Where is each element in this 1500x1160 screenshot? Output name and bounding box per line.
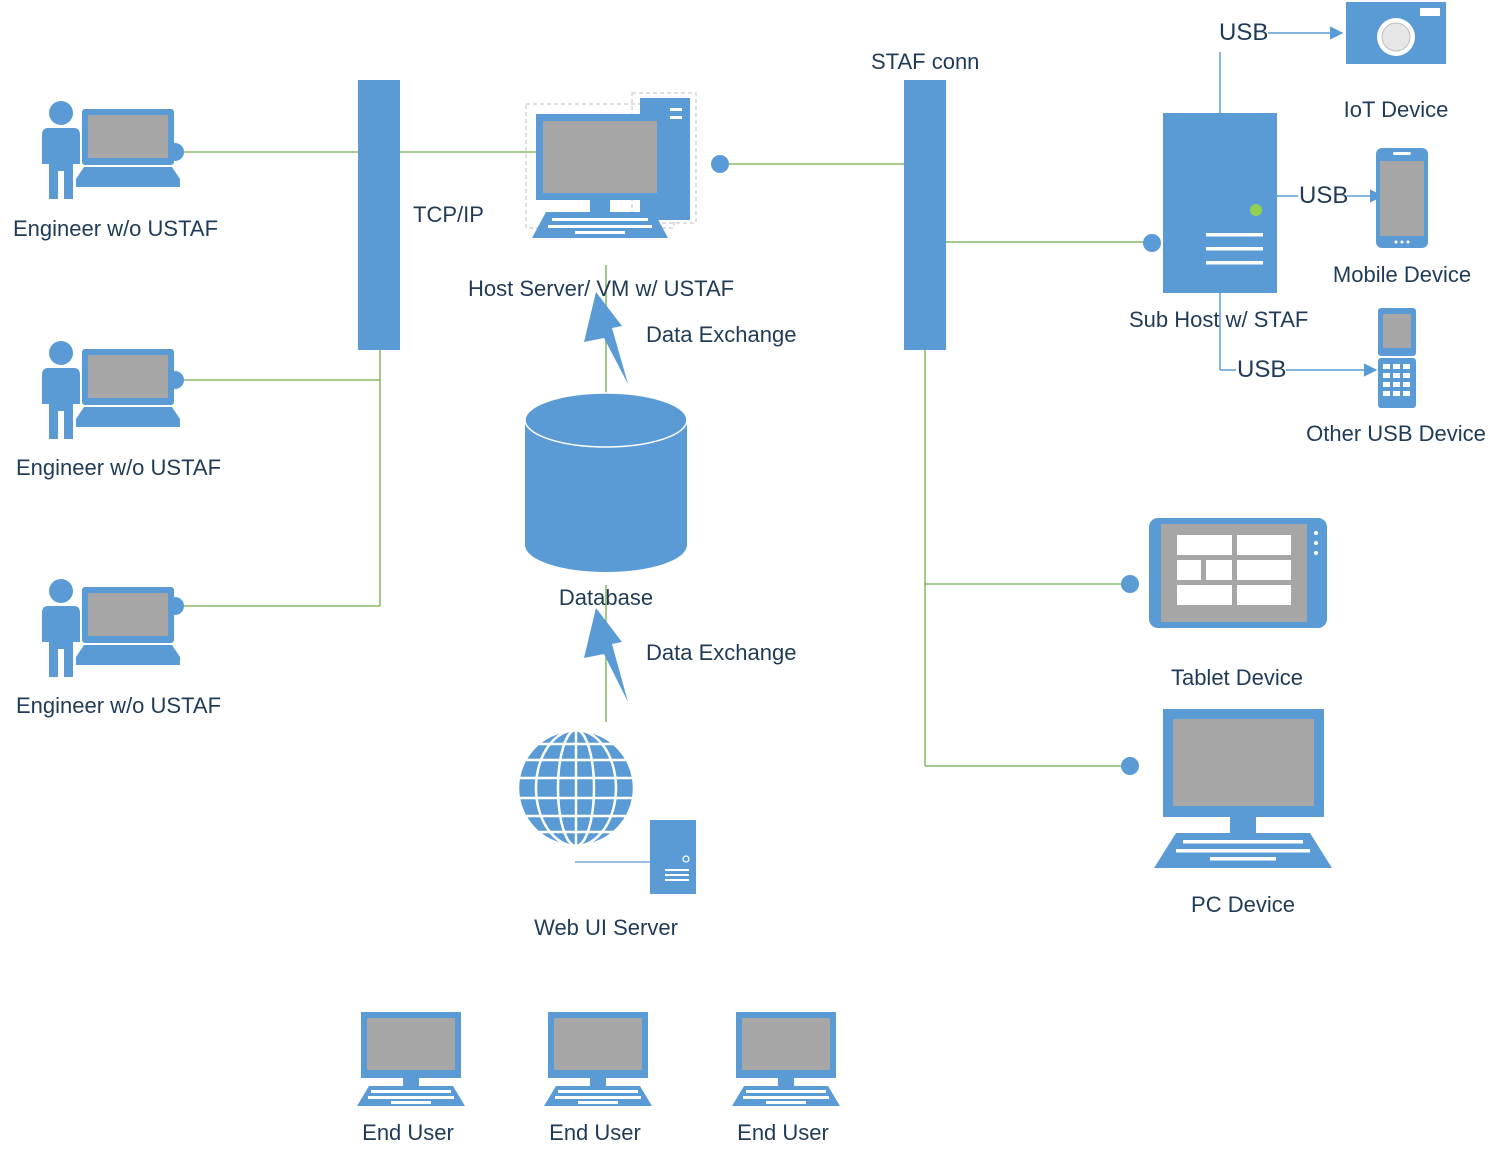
end-user-label: End User bbox=[362, 1120, 454, 1145]
tcpip-network-bar bbox=[358, 80, 400, 350]
usb-label: USB bbox=[1219, 19, 1269, 46]
pc-icon bbox=[732, 1012, 840, 1106]
connection-lines bbox=[175, 151, 1152, 767]
data-exchange-bolt-icon bbox=[584, 608, 628, 702]
data-exchange-label: Data Exchange bbox=[646, 640, 797, 665]
engineer-laptop-icon bbox=[42, 101, 180, 199]
sub-host-label: Sub Host w/ STAF bbox=[1129, 307, 1309, 332]
tablet-device-label: Tablet Device bbox=[1170, 665, 1304, 690]
globe-server-icon bbox=[516, 728, 696, 894]
mobile-device-label: Mobile Device bbox=[1332, 262, 1472, 287]
data-exchange-bolt-icon bbox=[584, 292, 628, 384]
tcpip-label: TCP/IP bbox=[413, 202, 484, 227]
usb-label: USB bbox=[1299, 182, 1349, 209]
tablet-icon bbox=[1149, 518, 1327, 628]
host-server-label: Host Server/ VM w/ USTAF bbox=[468, 276, 735, 301]
engineer-label: Engineer w/o USTAF bbox=[13, 216, 219, 241]
data-exchange-label: Data Exchange bbox=[646, 322, 797, 347]
engineer-laptop-icon bbox=[42, 341, 180, 439]
database-label: Database bbox=[558, 585, 654, 610]
usb-label: USB bbox=[1237, 356, 1287, 383]
end-user-label: End User bbox=[737, 1120, 829, 1145]
pc-device-label: PC Device bbox=[1191, 892, 1295, 917]
staf-network-bar bbox=[904, 80, 946, 350]
database-icon bbox=[524, 392, 688, 572]
camera-icon bbox=[1346, 2, 1446, 64]
tower-server-icon bbox=[1163, 113, 1277, 293]
pc-icon bbox=[544, 1012, 652, 1106]
pc-icon bbox=[357, 1012, 465, 1106]
end-user-label: End User bbox=[549, 1120, 641, 1145]
usb-lines bbox=[1219, 26, 1384, 377]
engineer-laptop-icon bbox=[42, 579, 180, 677]
pc-icon bbox=[1154, 709, 1332, 868]
host-server-icon bbox=[525, 92, 697, 238]
engineer-label: Engineer w/o USTAF bbox=[16, 455, 222, 480]
staf-conn-label: STAF conn bbox=[871, 49, 980, 74]
other-usb-device-label: Other USB Device bbox=[1306, 421, 1486, 446]
iot-device-label: IoT Device bbox=[1343, 97, 1449, 122]
mobile-phone-icon bbox=[1376, 148, 1428, 248]
web-ui-server-label: Web UI Server bbox=[534, 915, 678, 940]
usb-phone-icon bbox=[1378, 308, 1416, 408]
engineer-label: Engineer w/o USTAF bbox=[16, 693, 222, 718]
